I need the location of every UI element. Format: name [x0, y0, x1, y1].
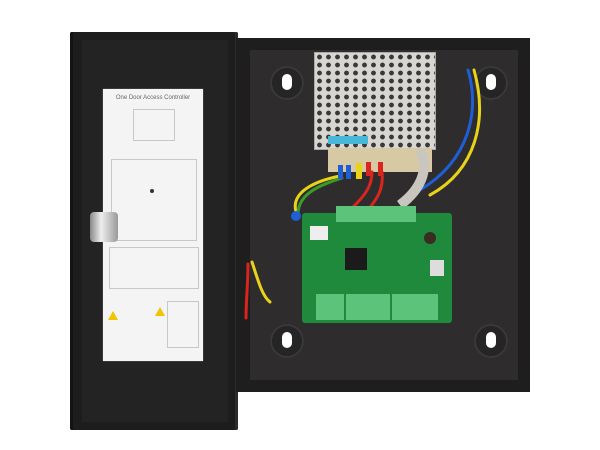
sheet-diagram-box: [133, 109, 175, 141]
terminal-connector: [386, 206, 416, 222]
wiring-instruction-sheet: One Door Access Controller: [103, 89, 203, 361]
sheet-board-outline: [111, 159, 197, 241]
relay: [310, 226, 328, 240]
sheet-terminal-table: [109, 247, 199, 289]
warning-icon: [155, 307, 165, 316]
header-connector: [430, 260, 444, 276]
sheet-title: One Door Access Controller: [115, 95, 191, 101]
mounting-keyhole-icon: [270, 324, 304, 358]
mounting-keyhole-icon: [270, 66, 304, 100]
terminal-connector: [392, 294, 438, 320]
sheet-dot: [150, 189, 154, 193]
door-lock-icon: [90, 212, 118, 242]
terminal-connector: [346, 294, 390, 320]
psu-brand-label: [328, 136, 368, 144]
warning-icon: [108, 311, 118, 320]
terminal-connector: [336, 206, 386, 222]
terminal-connector: [316, 294, 344, 320]
sheet-notice-box: [167, 301, 199, 348]
microcontroller-chip: [345, 248, 367, 270]
mounting-keyhole-icon: [474, 324, 508, 358]
battery-cell: [424, 232, 436, 244]
